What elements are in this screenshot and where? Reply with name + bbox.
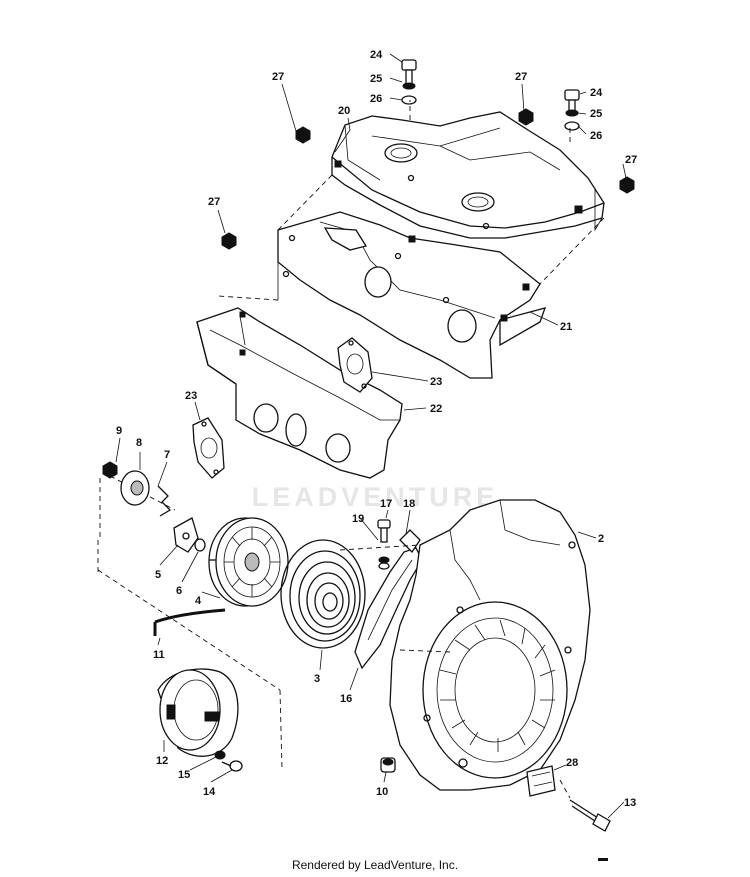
callout-21: 21 bbox=[560, 321, 572, 333]
callout-27-upper-mid: 27 bbox=[515, 71, 527, 83]
exhaust-gasket-part-23-left bbox=[192, 417, 225, 479]
watermark-text: LEADVENTURE bbox=[251, 482, 499, 512]
callout-27-right: 27 bbox=[625, 154, 637, 166]
bolt-part-13 bbox=[569, 799, 611, 832]
corner-mark bbox=[598, 858, 608, 861]
washer-part-6 bbox=[194, 538, 206, 552]
recoil-spring-part-3 bbox=[280, 539, 366, 649]
callout-12: 12 bbox=[156, 755, 168, 767]
callout-19: 19 bbox=[352, 513, 364, 525]
callout-20: 20 bbox=[338, 105, 350, 117]
callout-labels: 24 25 26 27 20 27 24 25 26 27 27 21 23 2… bbox=[116, 49, 637, 809]
callout-10: 10 bbox=[376, 786, 388, 798]
callout-5: 5 bbox=[155, 569, 161, 581]
upper-shroud-part-20 bbox=[331, 111, 605, 239]
callout-28: 28 bbox=[566, 757, 578, 769]
screw-part-14 bbox=[221, 760, 243, 772]
callout-3: 3 bbox=[314, 673, 320, 685]
callout-23-left: 23 bbox=[185, 390, 197, 402]
screw-part-17 bbox=[377, 519, 391, 543]
starter-cup-part-12 bbox=[157, 668, 239, 757]
callout-13: 13 bbox=[624, 797, 636, 809]
hex-nut-part-27 bbox=[102, 108, 635, 479]
lower-shield-part-22 bbox=[196, 307, 403, 479]
callout-27-left: 27 bbox=[208, 196, 220, 208]
leader-lines bbox=[115, 53, 627, 819]
nut-part-10 bbox=[380, 757, 396, 773]
rewind-pulley-part-4 bbox=[208, 517, 289, 607]
callout-26-upper: 26 bbox=[370, 93, 382, 105]
guide-plate-part-18 bbox=[399, 529, 421, 554]
pawl-part-5 bbox=[173, 517, 199, 553]
callout-26-right: 26 bbox=[590, 130, 602, 142]
callout-17: 17 bbox=[380, 498, 392, 510]
callout-27-upper-left: 27 bbox=[272, 71, 284, 83]
callout-24-upper: 24 bbox=[370, 49, 383, 61]
callout-25-upper: 25 bbox=[370, 73, 382, 85]
callout-16: 16 bbox=[340, 693, 352, 705]
washer-part-19 bbox=[378, 556, 390, 570]
callout-22: 22 bbox=[430, 403, 442, 415]
callout-24-right: 24 bbox=[590, 87, 603, 99]
callout-8: 8 bbox=[136, 437, 142, 449]
lock-washer-part-25 bbox=[402, 82, 579, 117]
baffle-part-21 bbox=[277, 211, 547, 379]
callout-2: 2 bbox=[598, 533, 604, 545]
callout-14: 14 bbox=[203, 786, 216, 798]
washer-part-15 bbox=[214, 750, 226, 760]
callout-9: 9 bbox=[116, 425, 122, 437]
clip-part-28 bbox=[526, 765, 556, 797]
footer-credit: Rendered by LeadVenture, Inc. bbox=[291, 858, 459, 872]
bolt-part-24 bbox=[401, 59, 580, 113]
callout-11: 11 bbox=[153, 649, 165, 661]
callout-23-right: 23 bbox=[430, 376, 442, 388]
starter-cup-part-8 bbox=[120, 470, 150, 506]
callout-25-right: 25 bbox=[590, 108, 602, 120]
callout-15: 15 bbox=[178, 769, 190, 781]
starter-rope-part-11 bbox=[153, 608, 226, 636]
blower-housing-part-2 bbox=[389, 499, 591, 791]
spring-clip-part-7 bbox=[157, 485, 172, 517]
callout-18: 18 bbox=[403, 498, 415, 510]
callout-4: 4 bbox=[195, 595, 202, 607]
exhaust-gasket-part-23-right bbox=[337, 337, 373, 393]
callout-6: 6 bbox=[176, 585, 182, 597]
callout-7: 7 bbox=[164, 449, 170, 461]
